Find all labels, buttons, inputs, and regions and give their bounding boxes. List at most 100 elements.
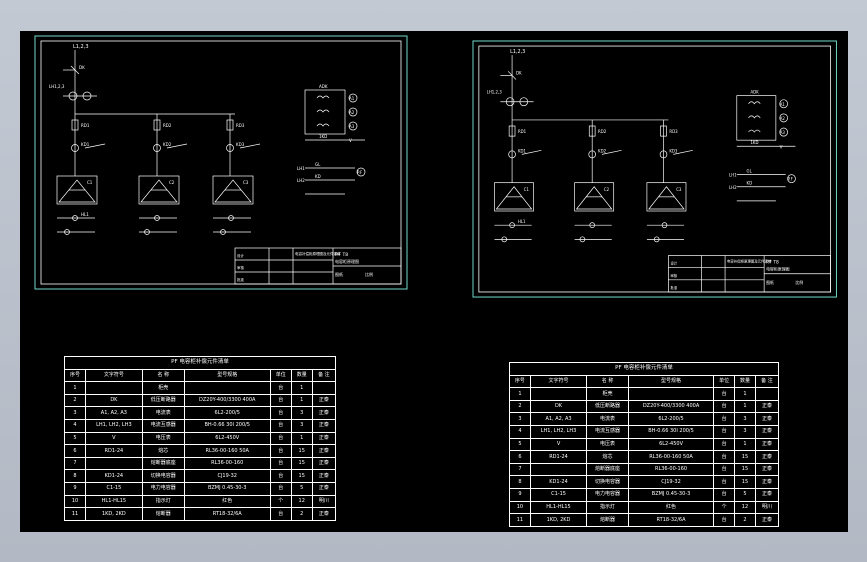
table-cell: 8	[63, 469, 87, 484]
table-cell: 2	[290, 507, 313, 521]
title-drawing: 图纸	[335, 271, 343, 277]
table-cell: 3	[734, 412, 756, 427]
table-cell: 熔断器底座	[141, 456, 185, 471]
label-incoming: L1,2,3	[73, 44, 89, 50]
table-cell: 2	[509, 399, 531, 414]
table-cell: 熔芯	[586, 450, 629, 464]
table-cell: 柜壳	[141, 381, 185, 395]
label-a1: A1	[349, 96, 355, 101]
bom-header-cell: 单位	[713, 374, 736, 389]
table-cell: 台	[713, 475, 736, 490]
table-cell: 台	[713, 425, 736, 439]
table-cell: 电流互感器	[586, 425, 629, 439]
title-company: P.F T8	[766, 260, 779, 266]
schematic-sheet-right[interactable]: L1,2,3 DK LH1,2,3 RD1 RD2 RD3 KD1 KD2 KD…	[472, 40, 837, 298]
table-cell	[311, 381, 337, 395]
table-cell: 台	[269, 419, 292, 433]
bom-header-row: 序号文字符号名 称型号规格单位数量备 注	[509, 374, 780, 389]
table-cell: HL1-HL15	[85, 494, 143, 509]
bom-header-cell: 数量	[734, 374, 756, 389]
table-cell: 7	[509, 462, 531, 477]
drawing-canvas[interactable]: L1,2,3 DK LH1,2,3 RD1 RD2 RD3 KD1 KD2 KD…	[20, 31, 848, 532]
label-c3: C3	[676, 187, 682, 192]
label-rd2: RD2	[163, 123, 172, 128]
table-cell: 电压表	[141, 431, 185, 446]
table-cell: 台	[269, 456, 292, 471]
drawing-sheets: L1,2,3 DK LH1,2,3 RD1 RD2 RD3 KD1 KD2 KD…	[34, 35, 837, 298]
table-cell	[85, 456, 143, 471]
table-cell: 红色	[627, 500, 715, 515]
table-cell: 正泰	[754, 462, 780, 477]
table-cell: DK	[85, 393, 143, 408]
table-cell: 5	[734, 488, 756, 502]
table-cell: 3	[509, 412, 531, 427]
table-cell: C1-15	[529, 488, 588, 502]
label-adk: ADK	[319, 84, 328, 89]
table-cell: RT18-32/6A	[627, 513, 715, 527]
bom-title: PF 电容柜补偿元件清单	[509, 362, 779, 376]
table-cell: 指示灯	[586, 500, 629, 515]
label-c2: C2	[604, 187, 610, 192]
table-cell: 台	[269, 431, 292, 446]
label-lh1: LH1	[729, 173, 737, 178]
table-cell: 台	[713, 437, 736, 452]
table-cell: 正泰	[311, 431, 337, 446]
label-ct: LH1,2,3	[487, 90, 502, 95]
table-cell: 1	[63, 381, 87, 395]
table-cell: 低压断路器	[586, 399, 629, 414]
table-cell: CJ19-32	[627, 475, 715, 490]
table-cell: 10	[509, 500, 531, 515]
table-cell: 台	[269, 469, 292, 484]
table-cell: 台	[269, 381, 292, 395]
schematic-sheet-left[interactable]: L1,2,3 DK LH1,2,3 RD1 RD2 RD3 KD1 KD2 KD…	[34, 35, 408, 290]
table-cell: 台	[269, 444, 292, 458]
table-cell: 正泰	[311, 482, 337, 496]
table-cell: 5	[290, 482, 313, 496]
table-cell: 指示灯	[141, 494, 185, 509]
table-cell: 2	[63, 393, 87, 408]
table-cell: A1, A2, A3	[85, 406, 143, 421]
label-rd2: RD2	[598, 129, 607, 134]
table-cell: RL36-00-160 50A	[627, 450, 715, 464]
label-kd1: KD1	[518, 148, 527, 153]
table-cell: 3	[63, 406, 87, 421]
label-a1: A1	[780, 102, 786, 107]
label-adk: ADK	[750, 90, 759, 95]
label-c1: C1	[524, 187, 530, 192]
table-cell: 正泰	[311, 406, 337, 421]
table-cell: 正泰	[754, 412, 780, 427]
table-cell: RL36-00-160	[627, 462, 715, 477]
table-cell: DZ20Y-400/3300 400A	[627, 399, 715, 414]
label-a2: A2	[349, 110, 355, 115]
table-cell: 电力电容器	[141, 482, 185, 496]
title-scale: 比例	[365, 271, 373, 277]
table-cell: 1	[290, 393, 313, 408]
title-name: 电容柜原理图	[766, 267, 789, 272]
table-cell: RD1-24	[85, 444, 143, 458]
table-cell: 台	[269, 507, 292, 521]
table-cell: 6L2-450V	[627, 437, 715, 452]
table-cell: 15	[290, 469, 313, 484]
title-name: 电容柜原理图	[335, 258, 359, 264]
table-cell: KD1-24	[85, 469, 143, 484]
table-cell: 1	[290, 381, 313, 395]
table-cell: 3	[290, 406, 313, 421]
table-cell: 柜壳	[586, 387, 629, 401]
table-cell: 7	[63, 456, 87, 471]
table-cell	[183, 381, 271, 395]
table-cell: CJ19-32	[183, 469, 271, 484]
table-cell: 切换电容器	[141, 469, 185, 484]
